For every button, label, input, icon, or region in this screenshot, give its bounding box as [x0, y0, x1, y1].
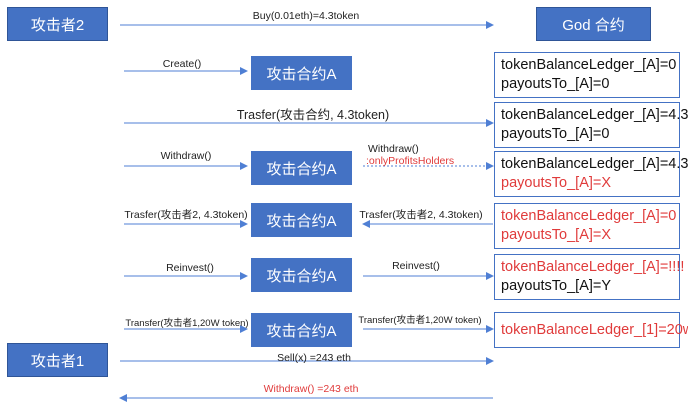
attack-contract-box-4: 攻击合约A	[251, 258, 352, 292]
attack-contract-box-3: 攻击合约A	[251, 203, 352, 237]
state-line2: payoutsTo_[A]=0	[501, 126, 610, 142]
god-contract-label: God 合约	[562, 16, 625, 34]
state-box-4: tokenBalanceLedger_[A]=0 payoutsTo_[A]=X	[494, 203, 680, 249]
msg-withdraw-right-2: :onlyProfitsHolders	[366, 155, 455, 167]
attacker1-label: 攻击者1	[30, 352, 85, 370]
attack-contract-label: 攻击合约A	[266, 65, 337, 83]
attack-contract-label: 攻击合约A	[266, 160, 337, 178]
state-line1: tokenBalanceLedger_[A]=0	[501, 208, 677, 224]
msg-sell: Sell(x) =243 eth	[277, 352, 351, 364]
state-box-6: tokenBalanceLedger_[1]=20w	[494, 312, 688, 348]
msg-transfer-a: Trasfer(攻击合约, 4.3token)	[236, 108, 390, 122]
msg-buy: Buy(0.01eth)=4.3token	[252, 10, 360, 22]
msg-create: Create()	[162, 58, 202, 70]
msg-transfer-b-right: Trasfer(攻击者2, 4.3token)	[359, 209, 483, 221]
state-line1: tokenBalanceLedger_[A]=!!!!	[501, 259, 685, 275]
attack-contract-box-5: 攻击合约A	[251, 313, 352, 347]
msg-transfer-c-left: Transfer(攻击者1,20W token)	[125, 318, 249, 329]
msg-withdraw-final: Withdraw() =243 eth	[263, 383, 359, 395]
attacker2-label: 攻击者2	[30, 16, 85, 34]
attack-contract-box-2: 攻击合约A	[251, 151, 352, 185]
state-line1: tokenBalanceLedger_[A]=0	[501, 57, 677, 73]
msg-withdraw-left: Withdraw()	[160, 150, 212, 162]
state-box-3: tokenBalanceLedger_[A]=4.3 payoutsTo_[A]…	[494, 151, 688, 197]
attack-contract-label: 攻击合约A	[266, 322, 337, 340]
state-line2: payoutsTo_[A]=Y	[501, 278, 612, 294]
state-box-2: tokenBalanceLedger_[A]=4.3 payoutsTo_[A]…	[494, 102, 688, 148]
attack-contract-box-1: 攻击合约A	[251, 56, 352, 90]
state-line1: tokenBalanceLedger_[A]=4.3	[501, 107, 688, 123]
msg-reinvest-right: Reinvest()	[392, 260, 440, 272]
attack-contract-label: 攻击合约A	[266, 212, 337, 230]
god-contract-box: God 合约	[536, 7, 651, 41]
state-line1: tokenBalanceLedger_[1]=20w	[501, 321, 688, 338]
state-box-5: tokenBalanceLedger_[A]=!!!! payoutsTo_[A…	[494, 254, 685, 300]
msg-withdraw-right-1: Withdraw()	[368, 143, 419, 155]
attack-contract-label: 攻击合约A	[266, 267, 337, 285]
attacker1-box: 攻击者1	[7, 343, 108, 377]
state-box-1: tokenBalanceLedger_[A]=0 payoutsTo_[A]=0	[494, 52, 680, 98]
msg-transfer-b-left: Trasfer(攻击者2, 4.3token)	[124, 209, 248, 221]
msg-reinvest-left: Reinvest()	[166, 262, 214, 274]
state-line2: payoutsTo_[A]=X	[501, 227, 612, 243]
attacker2-box: 攻击者2	[7, 7, 108, 41]
state-line1: tokenBalanceLedger_[A]=4.3	[501, 156, 688, 172]
state-line2: payoutsTo_[A]=0	[501, 76, 610, 92]
state-line2: payoutsTo_[A]=X	[501, 175, 612, 191]
msg-transfer-c-right: Transfer(攻击者1,20W token)	[358, 315, 482, 326]
